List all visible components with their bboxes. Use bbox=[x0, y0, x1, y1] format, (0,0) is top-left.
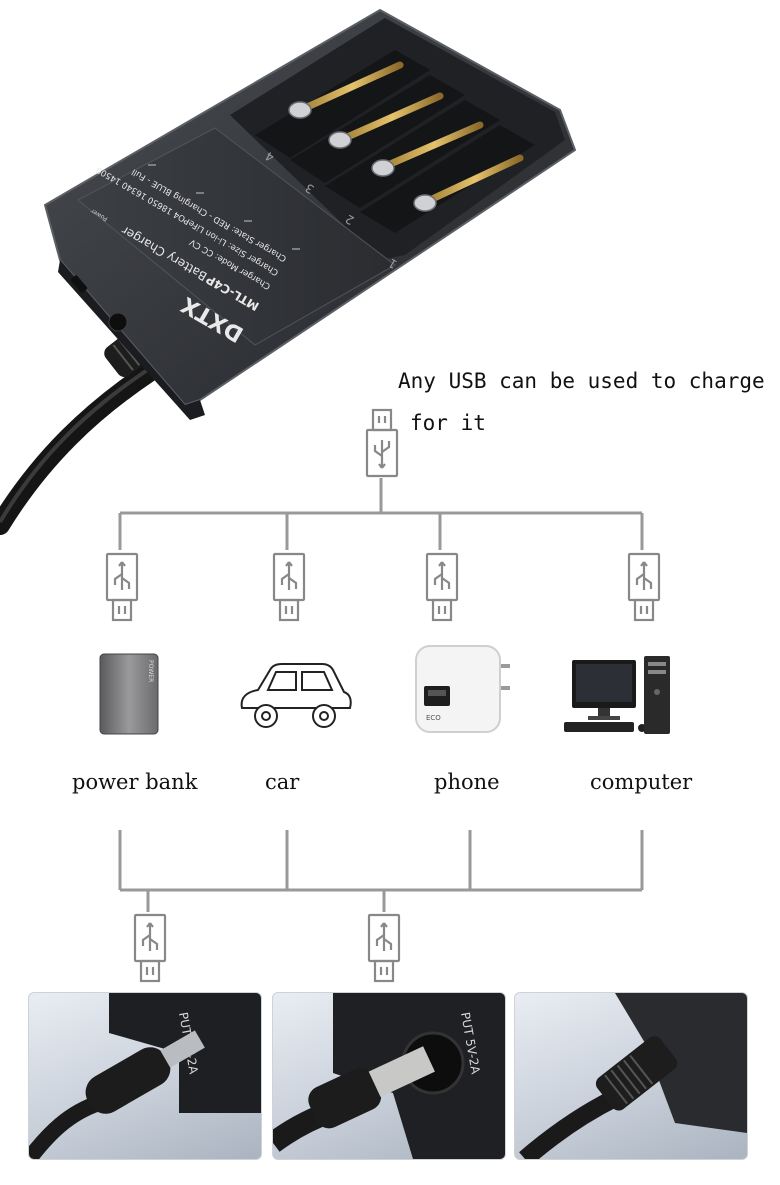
headline: Any USB can be used to charge for it bbox=[398, 360, 768, 444]
usb-plug-icon bbox=[365, 408, 399, 478]
headline-line-1: Any USB can be used to charge bbox=[398, 369, 765, 393]
phone-charger-icon: ECO bbox=[415, 645, 510, 733]
usb-plug-icon bbox=[425, 552, 459, 622]
usb-plug-icon bbox=[133, 913, 167, 983]
power-bank-brand: POWER bbox=[147, 660, 154, 682]
photo-micro-usb-port: PUT 5V-2A bbox=[28, 992, 262, 1160]
photo-usb-cable-plug bbox=[514, 992, 748, 1160]
source-label-power-bank: power bank bbox=[72, 770, 198, 794]
power-bank-icon: POWER bbox=[99, 653, 159, 735]
source-label-car: car bbox=[265, 770, 300, 794]
source-label-computer: computer bbox=[590, 770, 693, 794]
source-label-phone: phone bbox=[434, 770, 500, 794]
usb-plug-icon bbox=[272, 552, 306, 622]
usb-plug-icon bbox=[627, 552, 661, 622]
headline-line-2: for it bbox=[410, 411, 486, 435]
photo-dc-barrel-port: PUT 5V-2A bbox=[272, 992, 506, 1160]
usb-plug-icon bbox=[367, 913, 401, 983]
desktop-computer-icon bbox=[564, 656, 670, 734]
usb-plug-icon bbox=[105, 552, 139, 622]
charger-hero-image: DXTX MTL-C4P Battery Charger Charger Mod… bbox=[0, 8, 577, 535]
car-icon bbox=[240, 663, 352, 728]
adapter-brand: ECO bbox=[426, 714, 441, 722]
